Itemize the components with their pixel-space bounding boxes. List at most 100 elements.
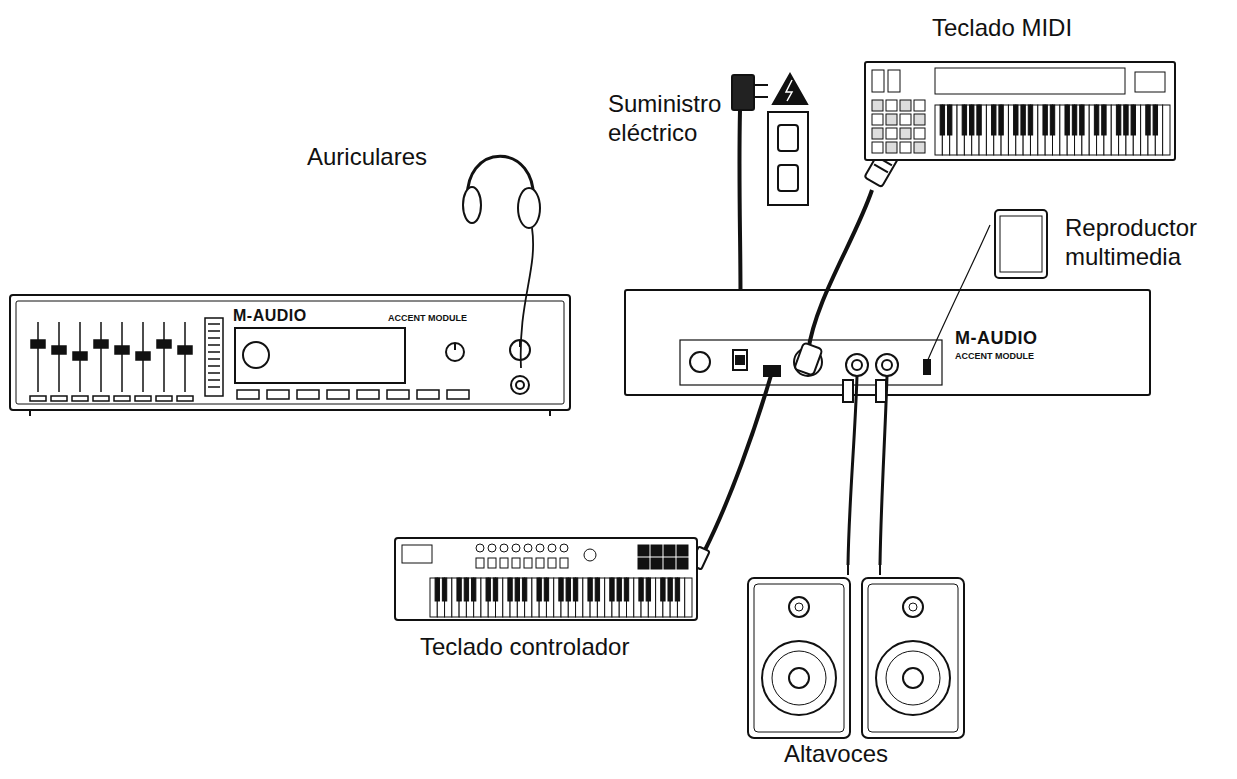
fader <box>476 558 484 568</box>
knob <box>488 544 496 552</box>
drum-pad <box>886 128 897 139</box>
black-key <box>537 578 541 601</box>
woofer-cone <box>886 651 940 705</box>
black-key <box>1021 105 1025 135</box>
drum-pad <box>677 558 688 569</box>
black-key <box>1065 105 1069 135</box>
meter-step <box>208 351 220 353</box>
drum-pad <box>664 558 675 569</box>
fader-button <box>30 396 46 401</box>
fader-button <box>177 396 193 401</box>
black-key <box>977 105 981 135</box>
drum-pad <box>872 114 883 125</box>
fader-button <box>156 396 172 401</box>
drum-pad <box>914 142 925 153</box>
device-label: Teclado controlador <box>420 633 629 662</box>
meter <box>205 318 223 396</box>
speaker-cabinet <box>862 578 964 738</box>
panel-button <box>237 390 259 399</box>
drum-pad <box>872 142 883 153</box>
fader-button <box>93 396 109 401</box>
black-key <box>1146 105 1150 135</box>
knob <box>560 544 568 552</box>
black-key <box>999 105 1003 135</box>
black-key <box>1102 105 1106 135</box>
panel-button <box>387 390 409 399</box>
drum-pad <box>638 545 649 556</box>
black-key <box>566 578 570 601</box>
fader-button <box>114 396 130 401</box>
meter-step <box>208 330 220 332</box>
black-key <box>464 578 468 601</box>
black-key <box>675 578 679 601</box>
fader-button <box>72 396 88 401</box>
drum-pad <box>914 114 925 125</box>
black-key <box>1050 105 1054 135</box>
black-key <box>515 578 519 601</box>
black-key <box>435 578 439 601</box>
fader-slot <box>121 322 123 392</box>
fader-cap <box>31 340 45 348</box>
speaker-front <box>754 584 844 732</box>
device-label: Teclado MIDI <box>932 14 1072 43</box>
brand-logo: M-AUDIO <box>955 328 1038 350</box>
fader <box>512 558 520 568</box>
drum-pad <box>664 545 675 556</box>
device-label: Suministro eléctrico <box>608 90 758 148</box>
drum-pad <box>886 114 897 125</box>
black-key <box>595 578 599 601</box>
black-key <box>493 578 497 601</box>
meter-step <box>208 379 220 381</box>
drum-pad <box>914 128 925 139</box>
drum-pad <box>651 558 662 569</box>
knob <box>524 544 532 552</box>
fader-cap <box>136 352 150 360</box>
meter-step <box>208 358 220 360</box>
black-key <box>617 578 621 601</box>
black-key <box>559 578 563 601</box>
drum-pad <box>900 142 911 153</box>
black-key <box>588 578 592 601</box>
black-key <box>1014 105 1018 135</box>
black-key <box>970 105 974 135</box>
speaker-cabinet <box>748 578 850 738</box>
fader-button <box>51 396 67 401</box>
display <box>402 545 432 563</box>
fader-cap <box>73 352 87 360</box>
fader-cap <box>94 340 108 348</box>
tweeter <box>903 597 923 617</box>
black-key <box>486 578 490 601</box>
fader-slot <box>184 322 186 392</box>
black-key <box>1153 105 1157 135</box>
meter-step <box>208 337 220 339</box>
woofer <box>876 641 950 715</box>
knob <box>476 544 484 552</box>
drum-pad <box>886 100 897 111</box>
model-name: ACCENT MODULE <box>955 351 1034 362</box>
black-key <box>457 578 461 601</box>
panel-button <box>447 390 469 399</box>
meter-step <box>208 372 220 374</box>
drum-pad <box>872 100 883 111</box>
black-key <box>940 105 944 135</box>
meter-step <box>208 344 220 346</box>
black-key <box>668 578 672 601</box>
panel-button <box>327 390 349 399</box>
black-key <box>624 578 628 601</box>
fader-slot <box>100 322 102 392</box>
fader <box>548 558 556 568</box>
drum-pad <box>900 128 911 139</box>
speaker-front <box>868 584 958 732</box>
black-key <box>610 578 614 601</box>
fader <box>524 558 532 568</box>
meter-step <box>208 323 220 325</box>
black-key <box>661 578 665 601</box>
woofer-cap <box>903 668 923 688</box>
fader-cap <box>157 340 171 348</box>
tweeter-dome <box>795 603 803 611</box>
black-key <box>1080 105 1084 135</box>
black-key <box>1094 105 1098 135</box>
woofer-cap <box>789 668 809 688</box>
white-key <box>685 578 692 617</box>
